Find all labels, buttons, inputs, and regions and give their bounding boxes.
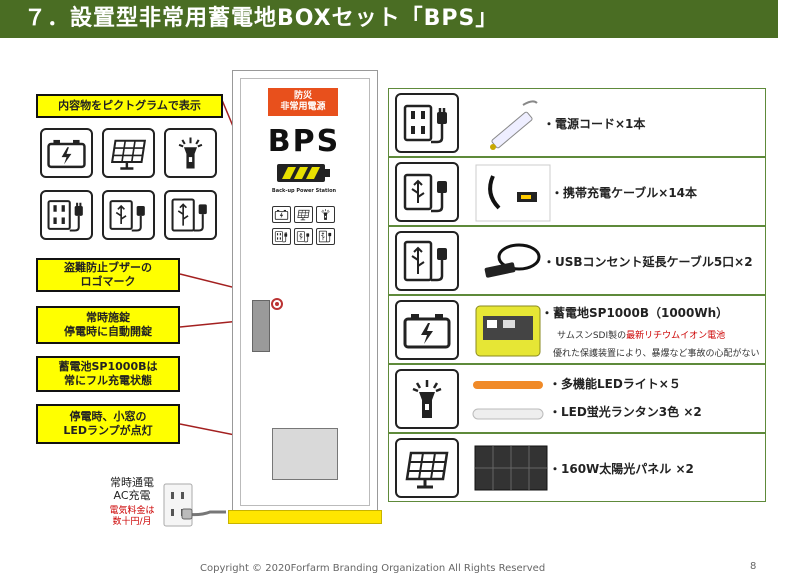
item-row-power-cord: ・電源コード×1本 [388,88,766,157]
cabinet-door [240,78,370,506]
battery-photo [475,305,541,357]
usb-hub-icon [395,231,459,291]
cabinet-base [228,510,382,524]
cabinet-logo: BPS [267,124,341,159]
page-title: ７．設置型非常用蓄電地BOXセット「BPS」 [0,0,778,38]
solar-panel-icon [294,206,313,223]
item-text: ・蓄電地SP1000B（1000Wh） [541,306,729,320]
callout-buzzer: 盗難防止ブザーの ロゴマーク [36,258,180,292]
page-number: 8 [750,561,757,572]
battery-icon [40,128,93,178]
usb-hub-icon [164,190,217,240]
led-light-photo [472,381,544,420]
power-note-cost: 電気料金は 数十円/月 [109,506,155,527]
solar-panel-photo [474,445,548,491]
item-text: ・電源コード×1本 [543,117,646,131]
item-row-solar: ・160W太陽光パネル ×2 [388,433,766,502]
power-outlet-icon [272,228,291,245]
item-sub1: サムスンSDI製の最新リチウムイオン電池 [557,328,725,341]
battery-icon [395,300,459,360]
power-outlet-icon [40,190,93,240]
usb-hub-icon [316,228,335,245]
battery-icon [272,206,291,223]
item-text: ・多機能LEDライト×５ [549,377,681,391]
item-sub1-highlight: 最新リチウムイオン電池 [626,331,726,341]
item-text: ・160W太陽光パネル ×2 [549,462,694,476]
item-row-battery: ・蓄電地SP1000B（1000Wh） サムスンSDI製の最新リチウムイオン電池… [388,295,766,364]
cabinet-badge: 防災 非常用電源 [268,88,338,116]
item-sub2: 優れた保護装置により、暴爆など事故の心配がない [553,349,760,359]
callout-pictogram: 内容物をピクトグラムで表示 [36,94,223,118]
flashlight-icon [395,369,459,429]
flashlight-icon [164,128,217,178]
usb-cable-photo [475,164,551,222]
item-row-usb-hub: ・USBコンセント延長ケーブル5口×2 [388,226,766,295]
item-row-led: ・多機能LEDライト×５ ・LED蛍光ランタン3色 ×2 [388,364,766,433]
items-panel: ・電源コード×1本 ・携帯充電ケーブル×14本 ・USBコンセント延長ケーブル5… [388,88,766,502]
item-sub1-prefix: サムスンSDI製の [557,331,627,341]
cabinet-logo-sub: Back-up Power Station [271,188,337,194]
power-outlet-icon [395,93,459,153]
callout-led: 停電時、小窓の LEDランプが点灯 [36,404,180,444]
power-note-ac: 常時通電 AC充電 [110,476,154,502]
solar-panel-icon [395,438,459,498]
cabinet-lock [252,300,270,352]
buzzer-logo-icon [271,298,283,310]
usb-cable-icon [395,162,459,222]
callout-charge: 蓄電池SP1000Bは 常にフル充電状態 [36,356,180,392]
solar-panel-icon [102,128,155,178]
item-text: ・携帯充電ケーブル×14本 [551,186,698,200]
cabinet-led-window [272,428,338,480]
power-strip-photo [490,100,538,150]
usb-hub-photo [484,243,541,278]
callout-lock: 常時施錠 停電時に自動開錠 [36,306,180,344]
item-text-2: ・LED蛍光ランタン3色 ×2 [549,405,702,419]
item-row-usb-cable: ・携帯充電ケーブル×14本 [388,157,766,226]
wall-outlet-icon [163,483,226,527]
usb-cable-icon [102,190,155,240]
copyright: Copyright © 2020Forfarm Branding Organiz… [200,563,546,574]
flashlight-icon [316,206,335,223]
usb-cable-icon [294,228,313,245]
battery-gauge-icon [277,164,330,182]
item-text: ・USBコンセント延長ケーブル5口×2 [543,255,753,269]
